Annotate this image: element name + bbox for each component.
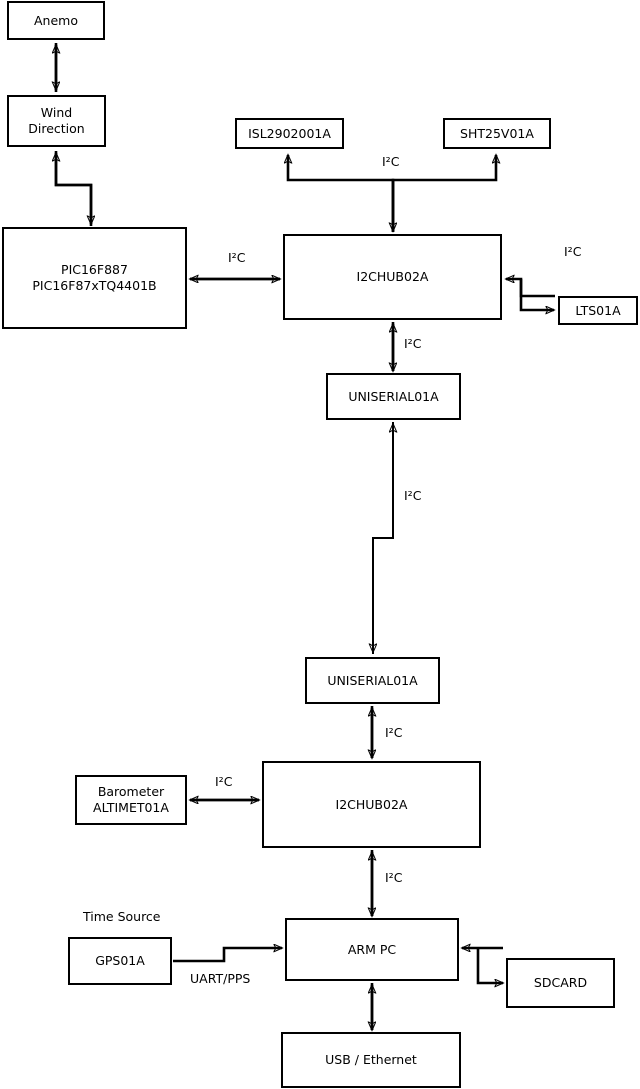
edge-label-i2c-barometer: I²C [215, 774, 233, 789]
node-barometer-altimet01a[interactable]: Barometer ALTIMET01A [75, 775, 187, 825]
edge-label-i2c-sensor-bus: I²C [382, 154, 400, 169]
connector-lts-hub [506, 279, 555, 298]
node-lts01a[interactable]: LTS01A [558, 296, 638, 325]
connector-gps-arm [173, 948, 282, 963]
node-uniserial01a-upper[interactable]: UNISERIAL01A [326, 373, 461, 420]
node-sht25v01a[interactable]: SHT25V01A [443, 118, 551, 149]
connector-hub-lts [519, 279, 554, 310]
edge-label-uart-pps: UART/PPS [190, 971, 251, 986]
edge-label-i2c-uniserial-link: I²C [404, 488, 422, 503]
edge-label-i2c-uniserial-hub2: I²C [385, 725, 403, 740]
node-usb-ethernet[interactable]: USB / Ethernet [281, 1032, 461, 1088]
node-anemo[interactable]: Anemo [7, 1, 105, 40]
edge-label-i2c-pic-hub: I²C [228, 250, 246, 265]
node-pic-microcontroller[interactable]: PIC16F887 PIC16F87xTQ4401B [2, 227, 187, 329]
node-i2chub02a-bottom[interactable]: I2CHUB02A [262, 761, 481, 848]
edge-label-i2c-hub2-arm: I²C [385, 870, 403, 885]
connector-hub-isl [288, 155, 395, 232]
node-uniserial01a-lower[interactable]: UNISERIAL01A [305, 657, 440, 704]
connector-uniserial-down-link [373, 422, 394, 652]
connector-sdcard-arm-elbow [476, 948, 503, 983]
connector-pic-wind-up [56, 153, 93, 226]
node-sdcard[interactable]: SDCARD [506, 958, 615, 1008]
node-arm-pc[interactable]: ARM PC [285, 918, 459, 981]
node-gps01a[interactable]: GPS01A [68, 937, 172, 985]
edge-label-i2c-lts: I²C [564, 244, 582, 259]
connector-hub-sht [391, 155, 496, 232]
edge-label-i2c-hub-uniserial: I²C [404, 336, 422, 351]
connector-wind-pic-down [54, 151, 91, 224]
label-time-source: Time Source [83, 909, 161, 924]
node-isl2902001a[interactable]: ISL2902001A [235, 118, 344, 149]
node-i2chub02a-top[interactable]: I2CHUB02A [283, 234, 502, 320]
node-wind-direction[interactable]: Wind Direction [7, 95, 106, 147]
